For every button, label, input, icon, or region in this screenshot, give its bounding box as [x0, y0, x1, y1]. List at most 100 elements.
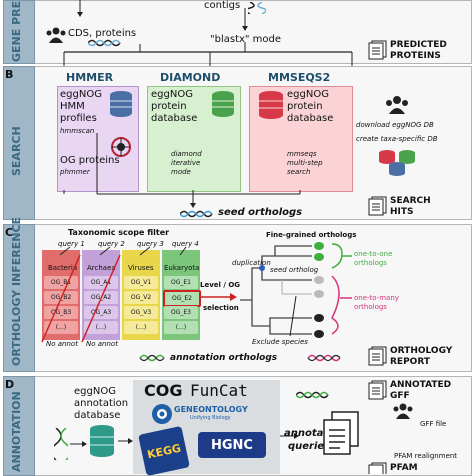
- og-cell: OG_V2: [124, 291, 158, 304]
- dna-icon: [248, 2, 266, 14]
- level-line1: Level / OG: [200, 281, 241, 289]
- contigs-label: contigs: [204, 0, 241, 11]
- side-tab-gene-prediction: [3, 0, 35, 64]
- diamond-title: DIAMOND: [160, 71, 221, 84]
- panel-orthology: [3, 224, 472, 372]
- dna-icon: [88, 39, 121, 47]
- people-icon: [46, 27, 66, 43]
- annotated-gff-line2: GFF: [390, 391, 410, 401]
- annotated-gff-line1: ANNOTATED: [390, 380, 452, 390]
- og-cell: OG_A3: [84, 306, 118, 319]
- dna-icon: [180, 210, 213, 218]
- organism-icon: [314, 242, 324, 250]
- og-cell: OG_V1: [124, 276, 158, 289]
- mmseqs-text-1: eggNOG: [287, 89, 329, 100]
- exclude-species-label: Exclude species: [252, 338, 308, 346]
- organism-icon: [314, 314, 324, 322]
- funcat-logo: FunCat: [190, 381, 248, 400]
- geneontology-sub: Unifying Biology: [190, 415, 231, 421]
- og-cell: (...): [124, 321, 158, 334]
- annotation-orthologs-label: annotation orthologs: [170, 353, 278, 363]
- orthology-report-line2: REPORT: [390, 357, 430, 367]
- diamond-text-1: eggNOG: [151, 89, 193, 100]
- diamond-text-2: protein: [151, 101, 187, 112]
- hmmscan-label: hmmscan: [60, 127, 95, 135]
- panel-letter-c: C: [5, 226, 14, 239]
- geneontology-icon: [152, 404, 172, 424]
- side-tab-orthology: [3, 224, 35, 372]
- document-stack-icon: [368, 40, 387, 60]
- gff-file-label: GFF file: [420, 420, 447, 428]
- mmseqs-mode-2: multi-step: [287, 159, 323, 167]
- diamond-mode-2: iterative: [171, 159, 201, 167]
- panel-gene-prediction: [3, 0, 472, 64]
- og-cell: OG_E3: [164, 306, 198, 319]
- query-4: query 4: [172, 240, 199, 248]
- og-cell: OG_E1: [164, 276, 198, 289]
- duplication-label: duplication: [232, 259, 271, 267]
- one-to-many-line1: one-to-many: [354, 294, 399, 302]
- document-stack-icon: [368, 346, 387, 366]
- seed-ortholog-label: seed ortholog: [270, 266, 319, 274]
- viruses-label: Viruses: [128, 264, 154, 272]
- no-annot-1: No annot: [46, 340, 78, 348]
- pfam-output-label: PFAM: [390, 463, 418, 473]
- eukaryota-label: Eukaryota: [164, 264, 200, 272]
- organism-icon: [314, 253, 324, 261]
- predicted-proteins-line1: PREDICTED: [390, 40, 447, 50]
- og-proteins-label: OG proteins: [60, 155, 120, 166]
- people-icon: [386, 96, 408, 114]
- annotated-queries-line1: annotated: [284, 428, 343, 439]
- panel-letter-b: B: [5, 68, 14, 81]
- database-icon: [259, 91, 283, 119]
- search-hits-line1: SEARCH: [390, 196, 431, 206]
- search-hits-line2: HITS: [390, 207, 414, 217]
- kegg-logo: KEGG: [138, 425, 190, 476]
- blastx-label: "blastx" mode: [210, 34, 282, 45]
- network-icon: [111, 137, 131, 157]
- bacteria-label: Bacteria: [48, 264, 78, 272]
- people-icon: [393, 403, 413, 419]
- hgnc-logo: HGNC: [198, 432, 266, 458]
- cog-logo: COG: [144, 381, 183, 400]
- query-3: query 3: [137, 240, 164, 248]
- panel-b-flow: [63, 133, 301, 208]
- pfam-realignment-label: PFAM realignment: [394, 452, 458, 460]
- og-cell: OG_B3: [44, 306, 78, 319]
- query-1: query 1: [58, 240, 85, 248]
- download-label: download eggNOG DB: [356, 121, 434, 129]
- mmseqs-title: MMSEQS2: [268, 71, 331, 84]
- archaea-label: Archaea: [87, 264, 116, 272]
- orthology-report-line1: ORTHOLOGY: [390, 346, 453, 356]
- panel-c-graphics: [41, 243, 352, 362]
- diamond-text-3: database: [151, 113, 198, 124]
- dna-icon: [296, 391, 329, 399]
- hmmer-text-2: HMM: [60, 101, 85, 112]
- scope-filter-title: Taxonomic scope filter: [68, 228, 170, 237]
- diamond-mode-1: diamond: [171, 150, 202, 158]
- hmmer-text-1: eggNOG: [60, 89, 102, 100]
- one-to-one-line2: orthologs: [354, 259, 387, 267]
- og-cell: OG_V3: [124, 306, 158, 319]
- cds-label: CDS, proteins: [68, 28, 137, 39]
- side-tab-search: [3, 66, 35, 220]
- database-icon: [90, 425, 114, 457]
- database-icon: [110, 91, 132, 117]
- mmseqs-text-3: database: [287, 113, 334, 124]
- level-line2: selection: [203, 304, 239, 312]
- diamond-mode-3: mode: [171, 168, 191, 176]
- document-stack-icon: [368, 462, 387, 474]
- og-cell: (...): [164, 321, 198, 334]
- annotated-queries-line2: queries: [288, 441, 331, 452]
- og-cell: (...): [84, 321, 118, 334]
- mmseqs-mode-3: search: [287, 168, 311, 176]
- database-stack-icon: [379, 150, 415, 176]
- annotation-db-line3: database: [74, 410, 121, 421]
- mmseqs-text-2: protein: [287, 101, 323, 112]
- panel-letter-d: D: [5, 378, 15, 391]
- mmseqs-mode-1: mmseqs: [287, 150, 317, 158]
- og-cell: (...): [44, 321, 78, 334]
- diamond-column: [147, 86, 241, 192]
- annotation-db-line1: eggNOG: [74, 386, 116, 397]
